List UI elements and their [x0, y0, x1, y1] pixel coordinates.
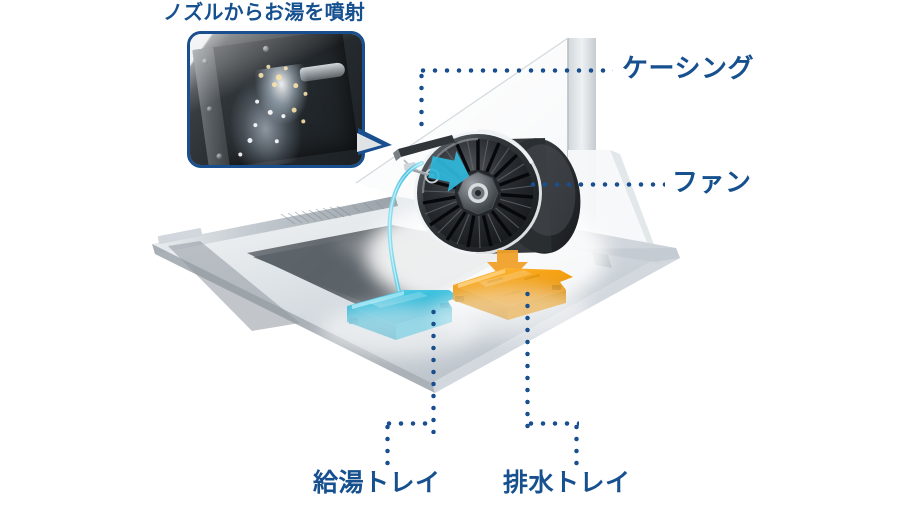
nozzle-photo-callout — [187, 31, 365, 168]
sirocco-fan — [414, 129, 581, 255]
label-supply-tray: 給湯トレイ — [313, 469, 441, 497]
leader-drain-upper-vertical — [525, 288, 530, 434]
fan-hub-knob — [457, 171, 499, 215]
leader-casing-vertical — [419, 70, 424, 130]
leader-supply-horizontal — [383, 421, 433, 426]
photo-water-droplets — [190, 34, 362, 165]
label-drain-tray: 排水トレイ — [503, 469, 631, 497]
leader-supply-upper-vertical — [431, 306, 436, 434]
leader-fan-horizontal — [527, 182, 665, 187]
callout-tail-inner — [357, 133, 382, 152]
leader-drain-lower-vertical — [574, 421, 579, 466]
label-fan: ファン — [672, 167, 752, 197]
leader-supply-lower-vertical — [385, 421, 390, 466]
nozzle-spray-photo — [190, 34, 362, 165]
label-casing: ケーシング — [622, 53, 755, 83]
drain-flow-arrow — [487, 250, 528, 283]
callout-title: ノズルからお湯を噴射 — [163, 2, 365, 24]
leader-drain-horizontal — [525, 421, 579, 426]
hot-water-spray-arrow — [428, 150, 470, 192]
leader-casing-horizontal — [417, 68, 613, 73]
